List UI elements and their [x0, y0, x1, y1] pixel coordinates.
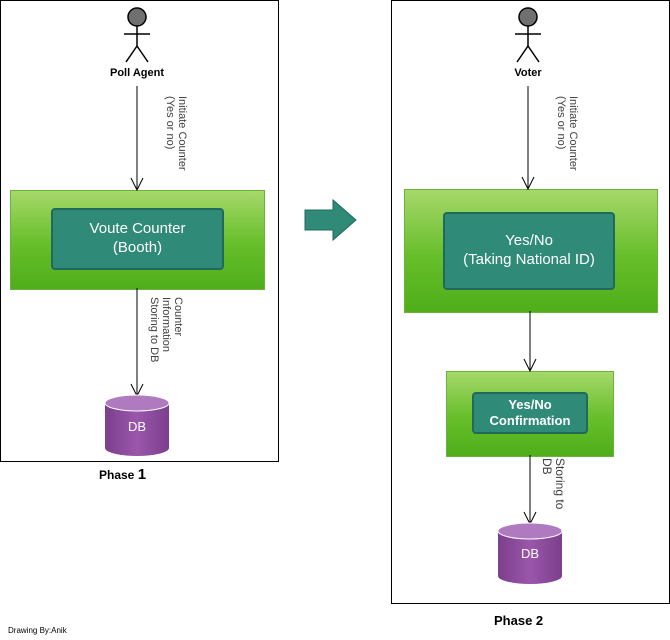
phase1-number: 1: [137, 466, 147, 483]
national-id-label: Yes/No (Taking National ID): [463, 232, 595, 268]
phase1-label: Phase 1: [99, 466, 146, 483]
national-id-box: Yes/No (Taking National ID): [443, 212, 615, 290]
phase-transition-arrow-icon: [304, 198, 357, 242]
voute-counter-box: Voute Counter (Booth): [51, 208, 224, 270]
phase1-initiate-label: Initiate Counter (Yes or no): [164, 96, 188, 171]
phase2-initiate-arrow: [521, 86, 535, 191]
voter-actor-icon: [515, 7, 541, 63]
phase2-storing-arrow: [523, 455, 537, 526]
confirmation-box: Yes/No Confirmation: [472, 392, 588, 434]
phase2-db-cylinder-icon: [497, 522, 563, 584]
poll-agent-actor-icon: [124, 7, 150, 63]
phase2-storing-label: Storing to DB: [540, 458, 567, 510]
phase2-confirm-arrow: [523, 311, 537, 373]
phase2-initiate-label: Initiate Counter (Yes or no): [555, 96, 579, 171]
phase2-label: Phase 2: [494, 613, 544, 628]
phase1-db-cylinder-icon: [104, 394, 170, 456]
drawing-credit: Drawing By:Anik: [8, 626, 67, 635]
poll-agent-label: Poll Agent: [110, 67, 164, 79]
voute-counter-label: Voute Counter (Booth): [89, 220, 186, 256]
phase1-word: Phase: [99, 468, 135, 482]
phase1-db-label: DB: [127, 419, 147, 434]
phase2-db-label: DB: [520, 546, 540, 561]
phase1-storing-arrow: [130, 288, 144, 398]
confirmation-label: Yes/No Confirmation: [489, 396, 571, 428]
phase1-initiate-arrow: [130, 86, 144, 192]
phase1-storing-label: Counter Information Storing to DB: [148, 297, 184, 363]
voter-label: Voter: [514, 67, 542, 79]
